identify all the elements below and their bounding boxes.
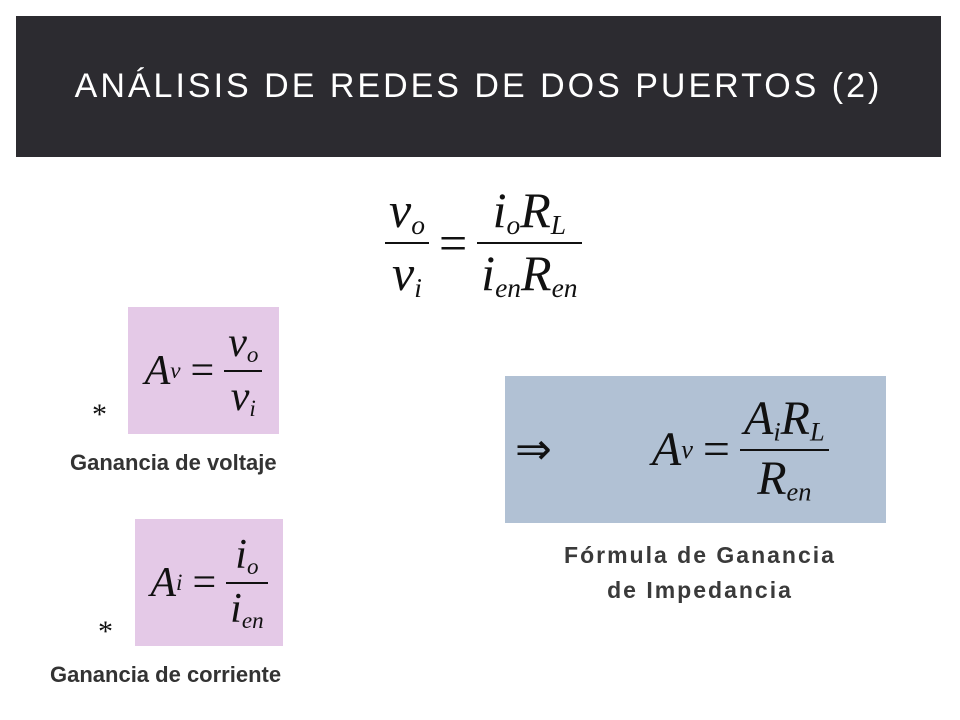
av-symbol: A <box>144 347 171 394</box>
lhs-num-sub: o <box>411 208 425 240</box>
av-den-sub: i <box>249 394 256 421</box>
lhs-num: v <box>389 182 412 238</box>
ai-fraction: io ien <box>226 531 268 633</box>
current-gain-bullet: * <box>98 615 113 648</box>
ig-num-a-sub: i <box>773 416 781 447</box>
ai-symbol: A <box>150 559 177 606</box>
av-num: v <box>228 319 247 366</box>
ig-num-b-sub: L <box>810 416 825 447</box>
ig-symbol-sub: v <box>681 434 693 464</box>
main-equation: vo vi = ioRL ienRen <box>385 185 582 302</box>
ig-num-a: A <box>744 391 774 445</box>
rhs-num-b-sub: L <box>550 208 567 240</box>
ai-num: i <box>235 531 247 578</box>
av-den: v <box>230 373 250 420</box>
ai-den-sub: en <box>241 606 264 633</box>
av-fraction: vo vi <box>224 319 263 421</box>
ig-den: R <box>757 451 787 505</box>
ig-symbol: A <box>651 423 682 476</box>
ig-equals: = <box>702 423 730 476</box>
implies-arrow-icon: ⇒ <box>515 424 552 475</box>
rhs-num-b: R <box>520 182 551 238</box>
impedance-gain-label-line1: Fórmula de Ganancia <box>564 542 836 568</box>
ai-symbol-sub: i <box>176 569 183 595</box>
rhs-den-a-sub: en <box>495 272 522 304</box>
av-equals: = <box>190 347 215 394</box>
current-gain-label: Ganancia de corriente <box>50 662 282 687</box>
main-eq-rhs: ioRL ienRen <box>477 182 582 304</box>
rhs-den-b-sub: en <box>551 272 578 304</box>
title-bar: ANÁLISIS DE REDES DE DOS PUERTOS (2) <box>16 16 941 157</box>
av-num-sub: o <box>246 340 259 367</box>
rhs-den-b: R <box>521 245 552 302</box>
ai-num-sub: o <box>246 552 259 579</box>
ai-equals: = <box>192 559 217 606</box>
impedance-gain-label-line2: de Impedancia <box>607 576 793 603</box>
main-eq-lhs: vo vi <box>385 185 429 302</box>
rhs-den-a: i <box>481 245 496 302</box>
slide-title: ANÁLISIS DE REDES DE DOS PUERTOS (2) <box>74 67 883 105</box>
lhs-den: v <box>392 245 415 302</box>
ai-den: i <box>230 585 242 632</box>
main-eq-equals: = <box>438 215 468 272</box>
ig-den-sub: en <box>786 476 812 507</box>
rhs-num-a: i <box>492 182 507 238</box>
voltage-gain-label: Ganancia de voltaje <box>70 450 277 475</box>
impedance-gain-label: Fórmula de Ganancia de Impedancia <box>505 538 895 607</box>
rhs-num-a-sub: o <box>506 208 521 240</box>
voltage-gain-bullet: * <box>92 398 107 431</box>
ig-fraction: AiRL Ren <box>740 391 829 507</box>
av-symbol-sub: v <box>170 357 181 383</box>
ig-num-b: R <box>780 391 810 445</box>
lhs-den-sub: i <box>414 272 422 304</box>
